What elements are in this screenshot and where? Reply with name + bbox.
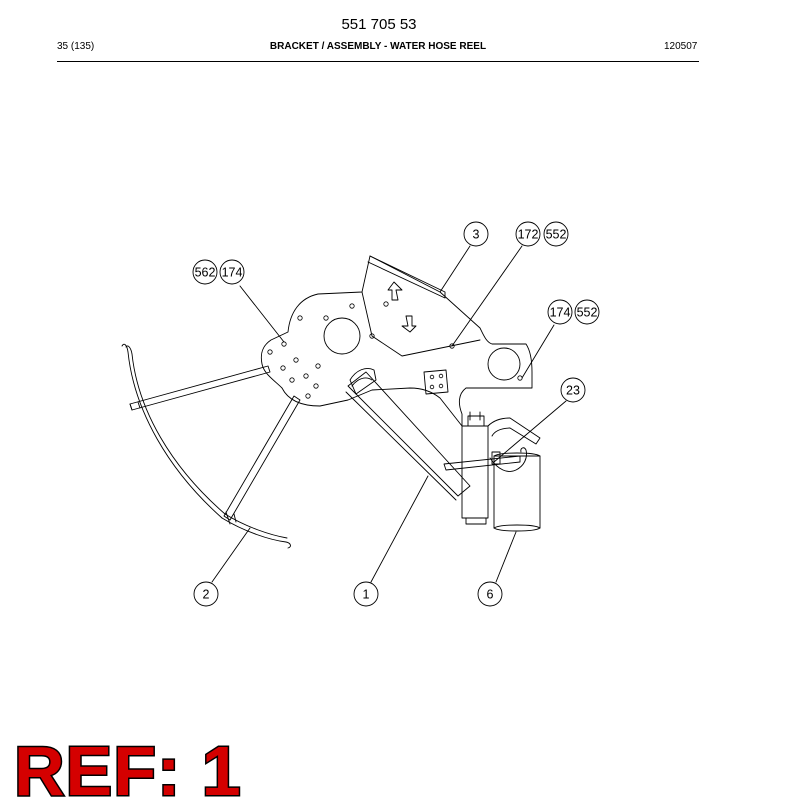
valve-unit: [461, 411, 541, 532]
callout-552-right: 552: [574, 299, 600, 325]
callout-552-top: 552: [543, 221, 569, 247]
callout-1: 1: [353, 581, 379, 607]
callout-172: 172: [515, 221, 541, 247]
callout-3: 3: [463, 221, 489, 247]
svg-text:1: 1: [363, 588, 370, 602]
svg-text:562: 562: [195, 266, 216, 280]
document-number: 551 705 53: [341, 16, 417, 33]
svg-text:2: 2: [203, 588, 210, 602]
svg-text:6: 6: [487, 588, 494, 602]
ref-stamp: REF: 1: [13, 732, 243, 810]
leader-lines: [211, 245, 567, 583]
callout-174-right: 174: [547, 299, 573, 325]
callout-23: 23: [560, 377, 586, 403]
bracket-plate: [260, 255, 533, 427]
svg-text:23: 23: [566, 384, 580, 398]
document-date: 120507: [664, 41, 698, 52]
svg-text:552: 552: [577, 306, 598, 320]
hose-reel-frame: [121, 343, 301, 549]
callout-562: 562: [192, 259, 218, 285]
callout-6: 6: [477, 581, 503, 607]
page-number: 35 (135): [57, 41, 95, 52]
callout-2: 2: [193, 581, 219, 607]
svg-text:174: 174: [222, 266, 243, 280]
svg-text:3: 3: [473, 228, 480, 242]
svg-text:172: 172: [518, 228, 539, 242]
svg-text:174: 174: [550, 306, 571, 320]
callout-174-left: 174: [219, 259, 245, 285]
sheet-title: BRACKET / ASSEMBLY - WATER HOSE REEL: [269, 41, 487, 52]
svg-text:552: 552: [546, 228, 567, 242]
arm-tube: [345, 368, 521, 501]
header-rule: [57, 61, 699, 62]
